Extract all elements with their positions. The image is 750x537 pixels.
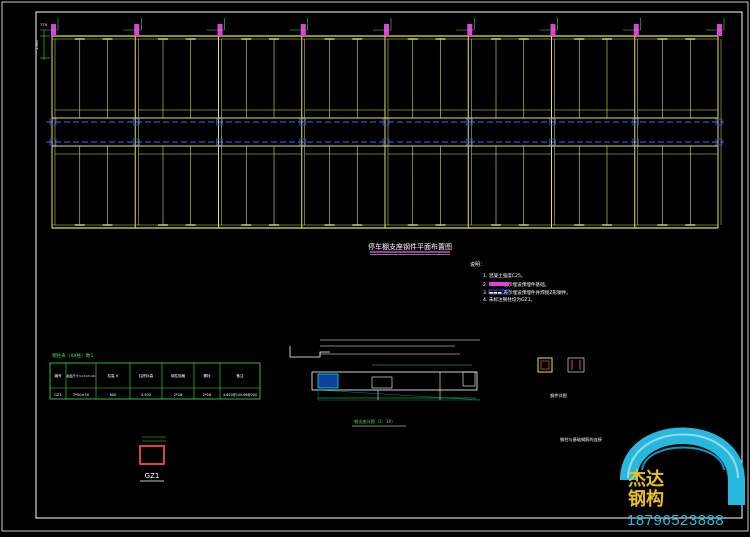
axis-node-upper — [382, 118, 390, 126]
brand-line-1: 杰达 — [628, 469, 664, 490]
axis-node-upper — [216, 118, 223, 126]
table-cell-3: 3.500 — [141, 393, 152, 397]
table-header-5: 螺栓 — [203, 373, 211, 378]
axis-node-upper — [632, 118, 640, 126]
notes-item-4: 4. 未标注钢柱均为GZ1。 — [483, 296, 535, 303]
sheet-inner-frame — [35, 11, 743, 519]
plan-title: 停车棚支座钢件平面布置图 — [368, 242, 452, 251]
brand-phone: 18796523888 — [627, 512, 725, 529]
plan-layout: 770 1500 — [34, 18, 725, 229]
notes-item-3: 3. ▬▬▬ 表示埋设预埋件并焊接Z形钢件。 — [483, 289, 571, 296]
section-caption: 钢支座详图（1：10） — [354, 418, 396, 425]
support-section-detail: 钢支座详图（1：10） — [289, 339, 481, 427]
table-cell-2: 600 — [110, 393, 118, 397]
table-cell-0: GZ1 — [54, 393, 62, 397]
table-header-6: 备注 — [236, 373, 244, 378]
dim-label-side: 1500 — [34, 40, 39, 50]
notes-block: 说明： 1. 混凝土强度C25。 2. ▬▬▬ 表示埋设预埋件基础。 3. ▬▬… — [470, 261, 571, 303]
table-cell-4: 2*16 — [174, 393, 183, 397]
notes-heading: 说明： — [470, 261, 485, 268]
table-header-4: 钢柱规格 — [171, 373, 186, 378]
table-header-1: 截面尺寸 b×h×t₁×t₂ — [66, 373, 96, 378]
axis-node-lower — [632, 138, 640, 146]
notes-item-2: 2. ▬▬▬ 表示埋设预埋件基础。 — [483, 281, 549, 288]
axis-node-lower — [715, 138, 723, 146]
axis-node-upper — [49, 118, 57, 126]
axis-node-lower — [299, 138, 307, 146]
axis-node-upper — [715, 118, 723, 126]
axis-node-lower — [382, 138, 390, 146]
corner-caption: 钢柱与基础钢筋的连接 — [560, 436, 603, 443]
column-table: 钢柱表（XX柱）数1 编号 截面尺寸 b×h×t₁×t₂ 柱高 H 柱底标高 钢… — [49, 352, 261, 400]
table-frame — [49, 362, 261, 400]
legend-swatch-blue — [488, 289, 510, 295]
brand-name: 杰达 钢构 — [618, 470, 674, 510]
axis-node-lower — [465, 138, 473, 146]
embed-part-detail: 钢件详图 — [537, 357, 585, 399]
axis-node-upper — [549, 118, 556, 126]
axis-node-lower — [132, 138, 140, 146]
gz1-section-detail: GZ1 — [139, 436, 166, 482]
table-header-0: 编号 — [54, 373, 62, 378]
brand-logo-arch — [620, 427, 745, 505]
brand-line-2: 钢构 — [628, 489, 664, 510]
table-cell-1: 7*50×50 — [73, 393, 90, 397]
axis-node-upper — [132, 118, 140, 126]
table-title: 钢柱表（XX柱）数1 — [52, 352, 93, 359]
axis-node-lower — [549, 138, 556, 146]
axis-node-upper — [299, 118, 307, 126]
axis-node-lower — [216, 138, 223, 146]
table-header-3: 柱底标高 — [139, 373, 154, 378]
axis-node-upper — [465, 118, 473, 126]
detail-caption: 钢件详图 — [550, 392, 567, 399]
gz1-label: GZ1 — [145, 472, 160, 480]
notes-item-1: 1. 混凝土强度C25。 — [483, 272, 525, 279]
dim-label-top: 770 — [40, 22, 48, 27]
table-header-2: 柱高 H — [107, 373, 118, 378]
table-cell-6: 4-Φ20@100-Φ8@200 — [223, 393, 257, 397]
gz1-box — [139, 445, 165, 465]
table-cell-5: 2*16 — [203, 393, 212, 397]
legend-swatch-magenta — [489, 282, 509, 286]
axis-node-lower — [49, 138, 57, 146]
